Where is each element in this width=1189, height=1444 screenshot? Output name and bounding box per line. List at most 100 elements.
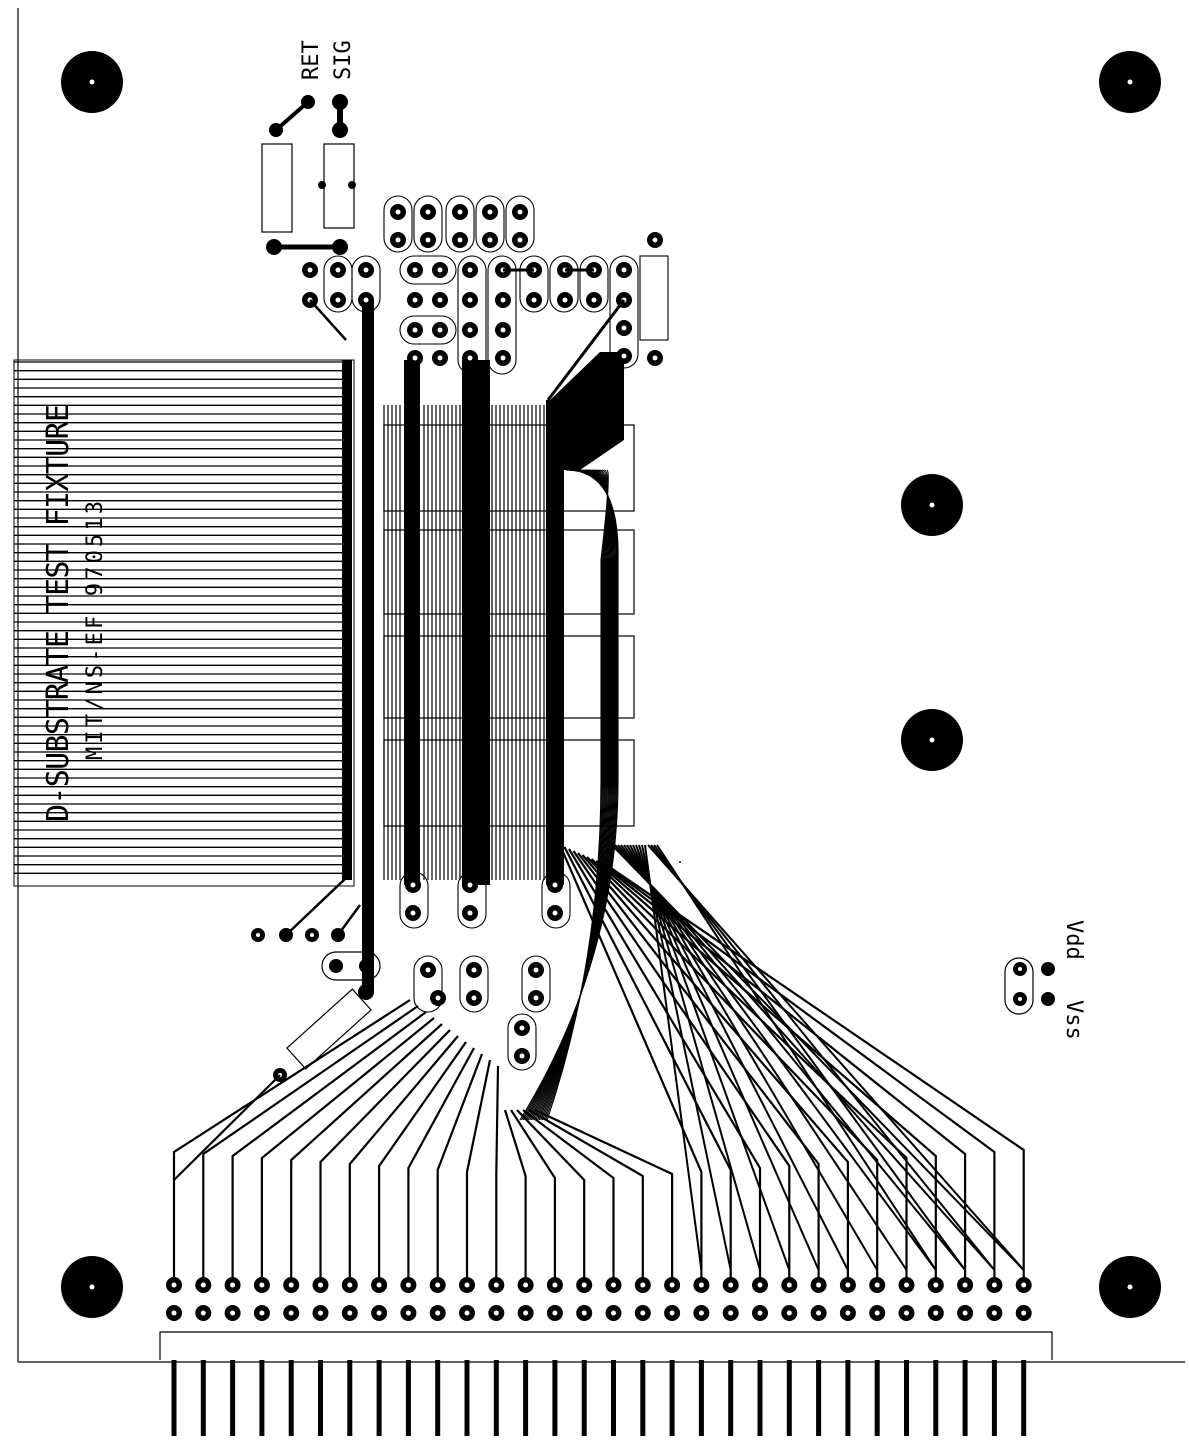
edge-pad-drill: [318, 1310, 323, 1316]
edge-pad-drill: [288, 1310, 294, 1316]
mounting-hole-drill: [929, 502, 935, 508]
edge-finger: [347, 1360, 353, 1436]
edge-pad-drill: [933, 1310, 939, 1316]
edge-connector-outline: [159, 1331, 1053, 1360]
pad-drill: [363, 297, 369, 303]
pad-drill: [425, 237, 431, 243]
board-title: D-SUBSTRATE TEST FIXTURE: [41, 402, 76, 822]
mounting-hole-drill: [929, 737, 935, 743]
edge-finger: [933, 1360, 939, 1436]
pad-drill: [467, 882, 473, 888]
pad-outline: [579, 255, 609, 313]
fanout-trace: [595, 860, 937, 1285]
edge-finger: [230, 1360, 236, 1436]
fanout-trace: [590, 858, 908, 1285]
pad-link: [546, 299, 626, 401]
edge-pad-drill: [435, 1282, 441, 1288]
fanout-trace: [495, 1065, 500, 1285]
edge-finger: [523, 1360, 529, 1436]
pad-drill: [531, 297, 537, 303]
lower-left-pads: [251, 877, 381, 1082]
pad-drill: [517, 209, 523, 215]
edge-connector-pads: [166, 1277, 1032, 1321]
power-connector: [1004, 957, 1055, 1015]
pad-drill: [395, 237, 401, 243]
edge-pad-drill: [493, 1310, 499, 1316]
resistor-outline: [639, 255, 669, 341]
edge-finger: [669, 1360, 675, 1436]
bus-bars: [342, 300, 624, 990]
edge-finger: [376, 1360, 382, 1436]
pad-drill: [467, 327, 473, 333]
edge-pad-drill: [171, 1282, 177, 1288]
pad-outline: [609, 255, 639, 369]
edge-finger: [757, 1360, 763, 1436]
curved-trace: [529, 469, 614, 1121]
edge-pad-drill: [493, 1282, 499, 1288]
edge-finger: [816, 1360, 822, 1436]
pad-drill: [437, 297, 443, 303]
diagonal-trace: [653, 844, 966, 1271]
pad-drill: [435, 995, 441, 1001]
diagonal-trace: [650, 844, 996, 1271]
fanout-trace: [528, 1109, 644, 1285]
fanout-trace: [260, 1017, 435, 1285]
pad-outline: [475, 195, 505, 253]
edge-finger: [611, 1360, 616, 1436]
edge-pad-drill: [347, 1310, 353, 1316]
pad-drill: [621, 325, 627, 331]
edge-pad-drill: [991, 1282, 997, 1288]
pad-drill: [487, 209, 493, 215]
fanout-trace: [407, 1047, 475, 1285]
pad-drill: [425, 209, 431, 215]
edge-finger: [318, 1360, 323, 1436]
mounting-hole-drill: [89, 1284, 95, 1290]
pad-drill: [425, 967, 431, 973]
diagonal-trace: [644, 844, 703, 1271]
pad-drill: [335, 297, 341, 303]
pad-drill: [307, 267, 313, 273]
edge-finger: [552, 1360, 558, 1436]
edge-finger: [845, 1360, 851, 1436]
fanout-trace: [608, 866, 1025, 1285]
edge-finger: [405, 1360, 411, 1436]
edge-pad-drill: [200, 1310, 206, 1316]
pad-drill: [410, 910, 416, 916]
pad-outline: [399, 871, 429, 929]
fanout-trace: [378, 1041, 467, 1285]
sig-label: SIG: [331, 40, 356, 80]
pad-outline: [399, 315, 457, 345]
edge-pad-drill: [757, 1310, 763, 1316]
pad-drill: [467, 910, 473, 916]
edge-finger: [640, 1360, 646, 1436]
pad-drill: [363, 267, 369, 273]
ret-label: RET: [299, 40, 324, 80]
edge-finger: [464, 1360, 470, 1436]
pad-drill: [591, 297, 597, 303]
pad-drill: [487, 237, 493, 243]
edge-pad-drill: [464, 1282, 470, 1288]
edge-pad-drill: [845, 1282, 851, 1288]
edge-pad-drill: [933, 1282, 939, 1288]
fanout-trace: [465, 1059, 492, 1285]
pad-drill: [412, 355, 418, 361]
fanout-trace: [290, 1023, 443, 1285]
diagonal-trace: [629, 844, 849, 1271]
pad-outline: [413, 195, 443, 253]
pad-drill: [457, 237, 463, 243]
edge-pad-drill: [904, 1310, 909, 1316]
edge-connector-fanout-traces: [172, 844, 1025, 1285]
diagonal-trace: [614, 844, 996, 1271]
pad-drill: [652, 237, 658, 243]
edge-pad-drill: [816, 1310, 822, 1316]
pad-drill: [500, 355, 506, 361]
edge-finger: [200, 1360, 206, 1436]
edge-pad-drill: [523, 1282, 529, 1288]
pad-drill: [467, 267, 473, 273]
diagonal-trace: [635, 844, 791, 1271]
flat-cable-traces: [13, 359, 355, 887]
fanout-trace: [510, 1109, 556, 1285]
diagonal-trace: [617, 844, 966, 1271]
edge-pad-drill: [1021, 1310, 1027, 1316]
